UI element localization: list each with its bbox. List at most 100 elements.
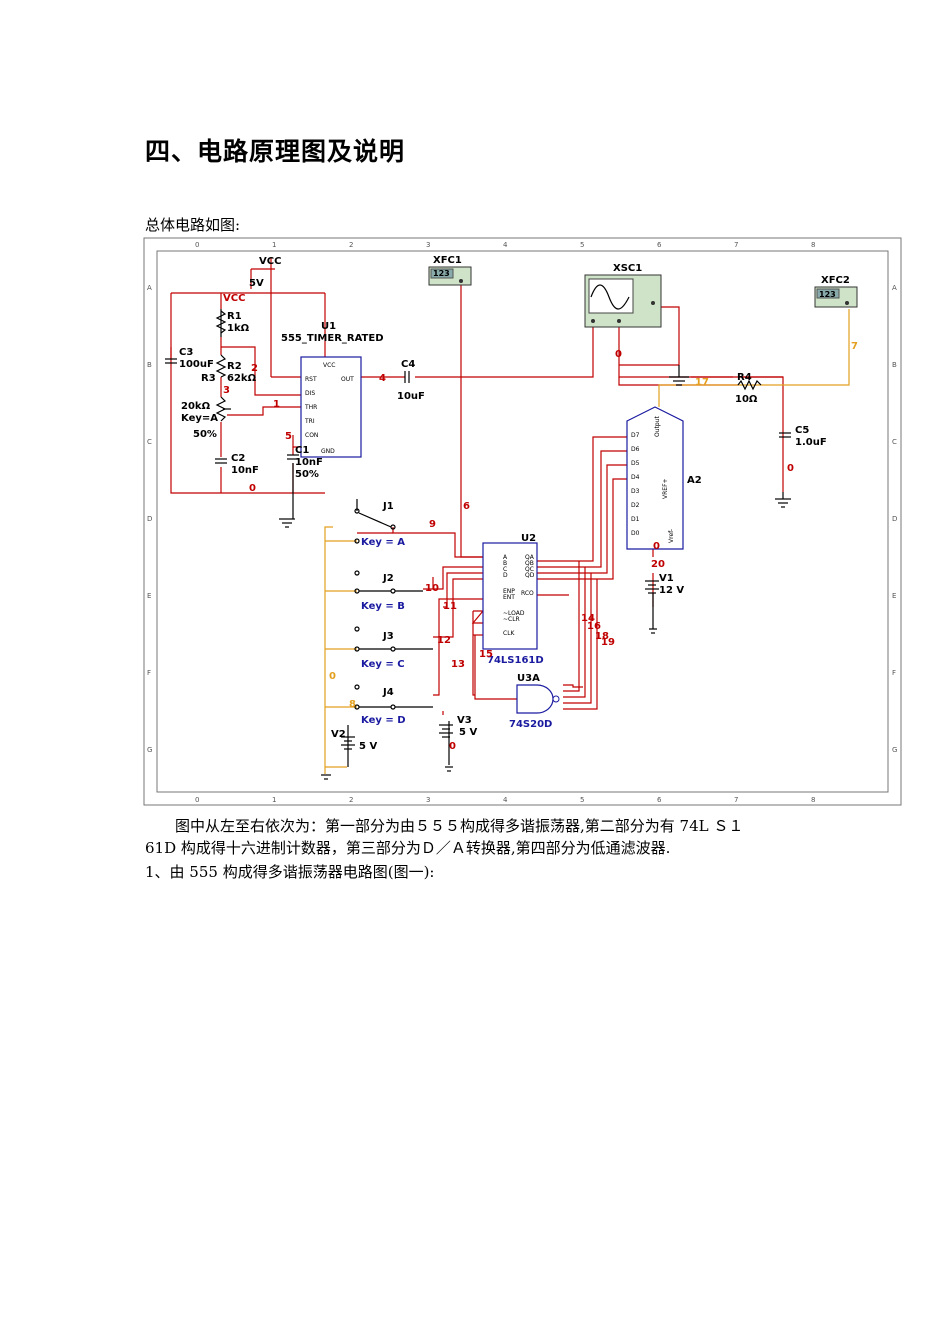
a2-pin-label: D5: [631, 460, 640, 467]
net-label: 15: [479, 649, 493, 660]
r2-value: 62kΩ: [227, 373, 257, 384]
vcc-net-label: VCC: [223, 293, 245, 304]
c4-label: C4: [401, 359, 415, 370]
j3-label: J3: [382, 631, 394, 642]
net-label: 16: [587, 621, 601, 632]
net-label: 5: [285, 431, 292, 442]
ruler-row-left: G: [147, 746, 152, 754]
u2-74ls161d-chip: [482, 542, 538, 650]
a2-pin-label: D7: [631, 432, 640, 439]
a2-pin-label: D4: [631, 474, 640, 481]
u1-555-chip: [300, 356, 362, 458]
pot-value: 20kΩ: [181, 401, 211, 412]
r3-label: R3: [201, 373, 216, 384]
net-label: 6: [463, 501, 470, 512]
net-label: 0: [249, 483, 256, 494]
u2-pin-label: ~CLR: [503, 616, 520, 623]
ruler-row-right: E: [892, 592, 896, 600]
u2-pin-label: C: [503, 566, 507, 573]
ruler-col-top: 4: [503, 241, 508, 249]
u3a-nand-gate: [516, 684, 554, 714]
r1-label: R1: [227, 311, 242, 322]
net-label: 18: [595, 631, 609, 642]
ruler-col-top: 2: [349, 241, 353, 249]
ruler-col-top: 0: [195, 241, 199, 249]
ruler-row-left: C: [147, 438, 152, 446]
net-label-orange: 17: [695, 377, 709, 388]
section-heading: 四、电路原理图及说明: [145, 137, 406, 166]
a2-pin-label: D2: [631, 502, 640, 509]
ruler-row-left: B: [147, 361, 152, 369]
c2-label: C2: [231, 453, 245, 464]
ruler-col-bottom: 2: [349, 796, 353, 804]
ruler-col-bottom: 3: [426, 796, 430, 804]
vcc-5v-label: 5V: [249, 278, 264, 289]
u2-pin-label: ENP: [503, 588, 515, 595]
net-label: 3: [223, 385, 230, 396]
vcc-top-label: VCC: [259, 256, 281, 267]
ruler-col-top: 3: [426, 241, 430, 249]
a2-pin-label: D0: [631, 530, 640, 537]
net-label: 19: [601, 637, 615, 648]
ruler-col-bottom: 1: [272, 796, 276, 804]
xfc2-display: 123: [819, 290, 836, 299]
ruler-row-right: C: [892, 438, 897, 446]
net-label-orange: 8: [349, 699, 356, 710]
ruler-row-right: F: [892, 669, 896, 677]
ruler-row-right: B: [892, 361, 897, 369]
a2-pin-label: D3: [631, 488, 640, 495]
c1-value: 10nF: [295, 457, 323, 468]
a2-pin-label: D1: [631, 516, 640, 523]
j1-key: Key = A: [361, 537, 405, 548]
ruler-col-bottom: 7: [734, 796, 738, 804]
u1-label: U1: [321, 321, 336, 332]
v1-value: 12 V: [659, 585, 684, 596]
a2-pin-label: VREF+: [662, 478, 669, 499]
a2-pin-label: Vref-: [668, 529, 675, 543]
u1-type: 555_TIMER_RATED: [281, 333, 384, 344]
u2-pin-label: QB: [525, 560, 534, 567]
net-label: 11: [443, 601, 457, 612]
u2-pin-label: ~LOAD: [503, 610, 525, 617]
u2-label: U2: [521, 533, 536, 544]
intro-text: 总体电路如图:: [145, 216, 241, 234]
net-label: 9: [429, 519, 436, 530]
u2-type: 74LS161D: [487, 655, 544, 666]
ruler-col-top: 5: [580, 241, 584, 249]
u1-pin-label: DIS: [305, 390, 315, 397]
net-label: 2: [251, 363, 258, 374]
xfc1-frequency-counter: [428, 266, 472, 286]
u2-pin-label: A: [503, 554, 508, 561]
u2-pin-label: D: [503, 572, 508, 579]
ruler-col-top: 6: [657, 241, 662, 249]
u2-pin-label: QD: [525, 572, 535, 579]
v2-label: V2: [331, 729, 346, 740]
u3a-type: 74S20D: [509, 719, 552, 730]
ruler-row-right: A: [892, 284, 897, 292]
j3-key: Key = C: [361, 659, 405, 670]
a2-pin-label: D6: [631, 446, 640, 453]
u1-pin-label: CON: [305, 432, 318, 439]
ruler-row-right: D: [892, 515, 897, 523]
xfc1-label: XFC1: [433, 255, 462, 266]
xsc1-oscilloscope: [584, 274, 662, 328]
u2-pin-label: B: [503, 560, 507, 567]
ruler-col-top: 7: [734, 241, 738, 249]
u2-pin-label: QC: [525, 566, 534, 573]
paragraph-1: 图中从左至右依次为：第一部分为由５５５构成得多谐振荡器,第二部分为有 74L Ｓ…: [175, 817, 744, 835]
r1-value: 1kΩ: [227, 323, 250, 334]
pot-percent: 50%: [193, 429, 217, 440]
net-label: 20: [651, 559, 665, 570]
j2-key: Key = B: [361, 601, 405, 612]
c1-label: C1: [295, 445, 309, 456]
xfc1-display: 123: [433, 269, 450, 278]
net-label: 4: [379, 373, 386, 384]
ruler-col-bottom: 6: [657, 796, 662, 804]
net-label: 0: [449, 741, 456, 752]
paragraph-3: 1、由 555 构成得多谐振荡器电路图(图一):: [145, 863, 435, 881]
